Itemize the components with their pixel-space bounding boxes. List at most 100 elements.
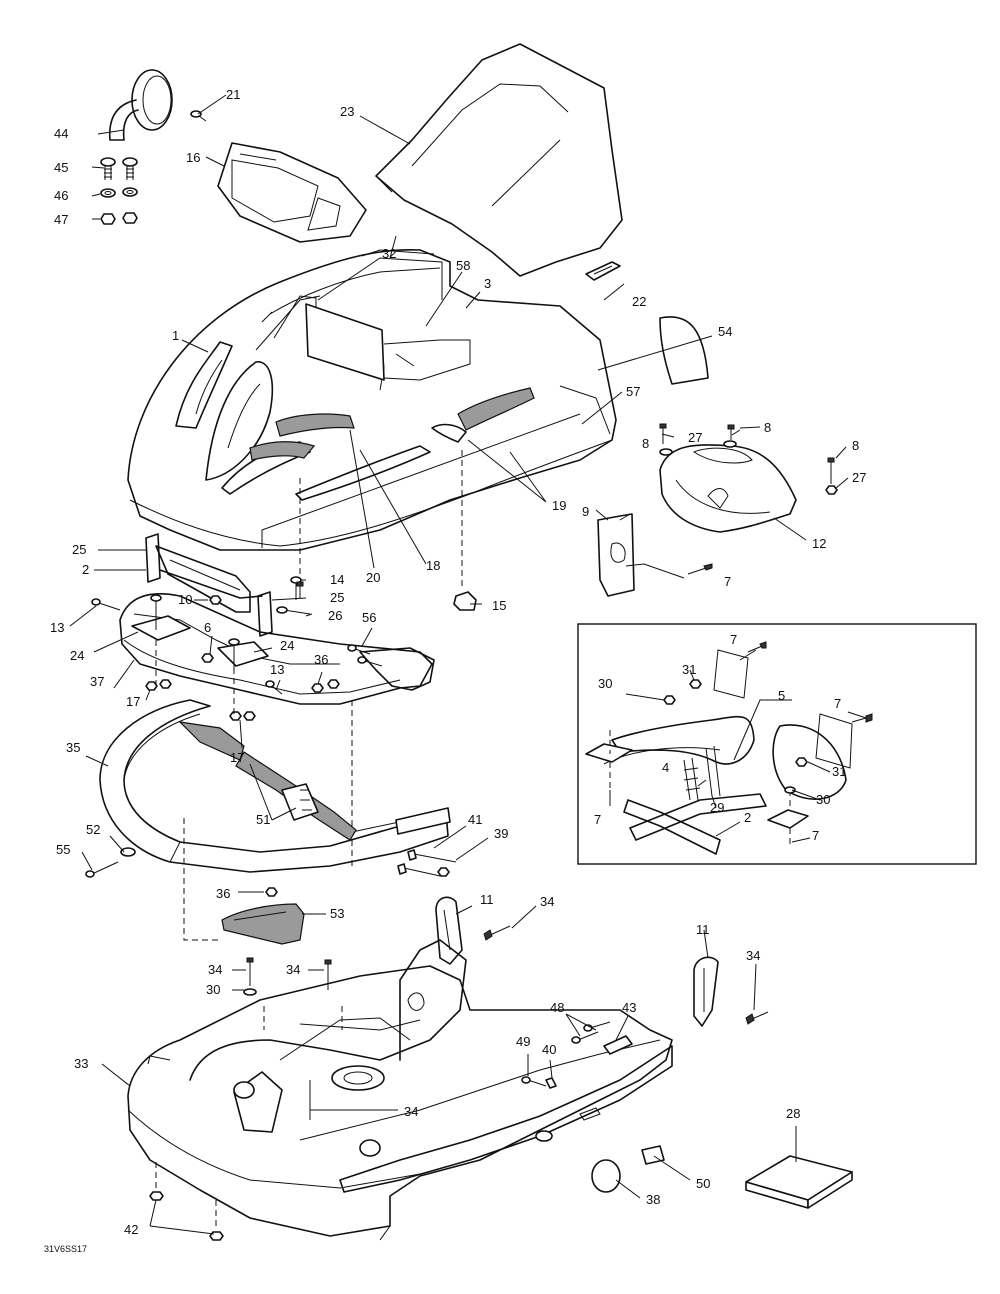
inset-label-5: 5 (778, 688, 785, 703)
label-13-a: 13 (50, 620, 64, 635)
label-57: 57 (626, 384, 640, 399)
bracket-53 (221, 887, 305, 945)
bracket-11b (693, 956, 719, 1027)
label-27-b: 27 (852, 470, 866, 485)
label-30-a: 30 (206, 982, 220, 997)
label-23: 23 (340, 104, 354, 119)
label-42: 42 (124, 1222, 138, 1237)
hardware-pan (149, 1021, 665, 1241)
label-26: 26 (328, 608, 342, 623)
label-12: 12 (812, 536, 826, 551)
nut-47 (100, 212, 138, 225)
label-39: 39 (494, 826, 508, 841)
label-34-a: 34 (540, 894, 554, 909)
bracket-9 (597, 513, 685, 597)
label-24-b: 24 (280, 638, 294, 653)
inset-label-7-c: 7 (594, 812, 601, 827)
leader-lines (69, 94, 867, 1235)
label-7: 7 (724, 574, 731, 589)
label-1: 1 (172, 328, 179, 343)
label-58: 58 (456, 258, 470, 273)
fasteners-hinge (91, 576, 383, 721)
inset-label-7-d: 7 (812, 828, 819, 843)
label-46: 46 (54, 188, 68, 203)
label-6: 6 (204, 620, 211, 635)
label-34-b: 34 (746, 948, 760, 963)
label-28: 28 (786, 1106, 800, 1121)
label-54: 54 (718, 324, 732, 339)
label-40: 40 (542, 1042, 556, 1057)
cable-tie-7 (687, 563, 713, 575)
label-8-c: 8 (852, 438, 859, 453)
label-41: 41 (468, 812, 482, 827)
inset-label-30-a: 30 (598, 676, 612, 691)
label-55: 55 (56, 842, 70, 857)
bolts-39-41 (397, 849, 457, 877)
label-34-e: 34 (404, 1104, 418, 1119)
panel-54 (659, 316, 709, 385)
inset-label-7-b: 7 (834, 696, 841, 711)
plate-24 (131, 615, 269, 667)
washer-46 (100, 187, 138, 198)
label-36-a: 36 (314, 652, 328, 667)
label-19: 19 (552, 498, 566, 513)
callout-labels: 21 44 16 45 46 47 23 32 58 3 22 54 1 57 … (44, 87, 866, 1254)
inset-detail (577, 623, 977, 865)
inset-label-7-a: 7 (730, 632, 737, 647)
label-47: 47 (54, 212, 68, 227)
label-52: 52 (86, 822, 100, 837)
screw-21 (190, 110, 207, 122)
label-16: 16 (186, 150, 200, 165)
label-33: 33 (74, 1056, 88, 1071)
label-14: 14 (330, 572, 344, 587)
hood-1 (127, 248, 617, 551)
label-34-d: 34 (286, 962, 300, 977)
box-28 (745, 1155, 853, 1209)
label-22: 22 (632, 294, 646, 309)
label-15: 15 (492, 598, 506, 613)
inset-label-4: 4 (662, 760, 669, 775)
console-16 (217, 142, 367, 243)
label-49: 49 (516, 1034, 530, 1049)
inset-label-29: 29 (710, 800, 724, 815)
label-18: 18 (426, 558, 440, 573)
label-27-a: 27 (688, 430, 702, 445)
mirror-part-44 (109, 69, 173, 141)
label-11-a: 11 (480, 892, 494, 907)
inset-labels: 7 31 30 5 7 4 31 30 7 29 2 7 (594, 632, 846, 843)
label-37: 37 (90, 674, 104, 689)
hood-support-37 (119, 593, 435, 705)
clip-22 (585, 261, 621, 281)
label-8-a: 8 (642, 436, 649, 451)
label-34-c: 34 (208, 962, 222, 977)
label-35: 35 (66, 740, 80, 755)
inset-label-2: 2 (744, 810, 751, 825)
label-48: 48 (550, 1000, 564, 1015)
diagram-code: 31V6SS17 (44, 1244, 87, 1254)
panel-12 (659, 440, 797, 533)
label-25-a: 25 (72, 542, 86, 557)
label-11-b: 11 (696, 922, 710, 937)
screw-55 (85, 847, 136, 878)
windshield-23 (375, 43, 623, 277)
label-3: 3 (484, 276, 491, 291)
screw-45 (100, 157, 138, 180)
inset-label-30-b: 30 (816, 792, 830, 807)
label-36-b: 36 (216, 886, 230, 901)
label-45: 45 (54, 160, 68, 175)
label-43: 43 (622, 1000, 636, 1015)
label-24-a: 24 (70, 648, 84, 663)
label-13-b: 13 (270, 662, 284, 677)
label-2: 2 (82, 562, 89, 577)
part-15 (453, 591, 477, 611)
bolt-8 (659, 423, 838, 495)
bumper-35 (99, 699, 451, 873)
screws-34 (243, 925, 769, 1025)
label-21: 21 (226, 87, 240, 102)
label-10: 10 (178, 592, 192, 607)
label-38: 38 (646, 1192, 660, 1207)
label-32: 32 (382, 246, 396, 261)
label-20: 20 (366, 570, 380, 585)
inset-label-31-b: 31 (832, 764, 846, 779)
